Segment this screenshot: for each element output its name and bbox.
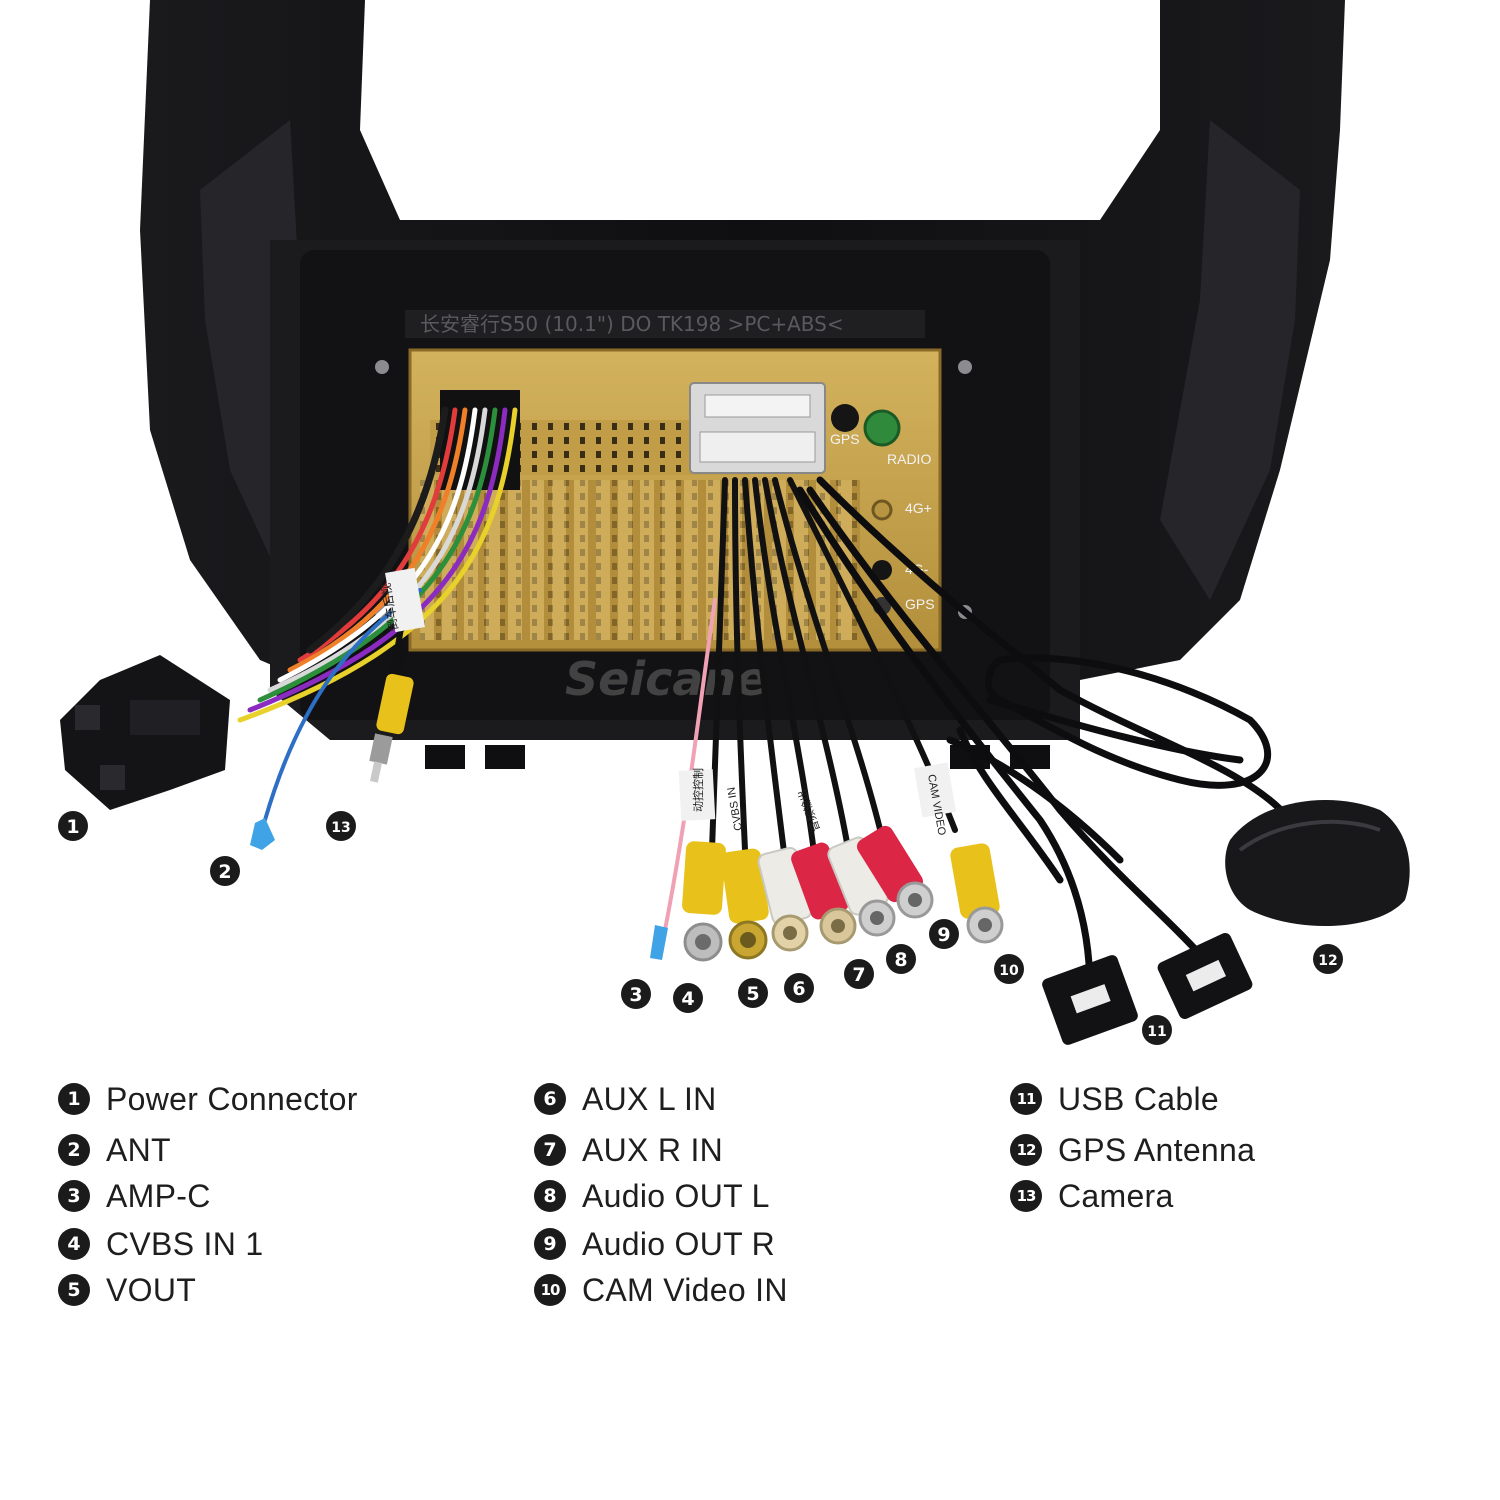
- svg-text:11: 11: [1147, 1024, 1166, 1040]
- rca-cable-bundle: [663, 477, 958, 932]
- svg-text:9: 9: [937, 924, 950, 946]
- legend-label: Audio OUT L: [582, 1177, 770, 1214]
- callout-6: 6: [784, 973, 814, 1003]
- product-photo: 长安睿行S50 (10.1") DO TK198 >PC+ABS< GPS RA…: [58, 0, 1410, 1045]
- rca-plug-cvbs-in-1: [682, 841, 726, 962]
- legend-badge: 4: [58, 1228, 90, 1260]
- lte-aux-port-icon: [872, 560, 892, 580]
- legend-badge: 1: [58, 1083, 90, 1115]
- legend-badge: 10: [534, 1274, 566, 1306]
- legend-badge: 9: [534, 1228, 566, 1260]
- callout-4: 4: [673, 983, 703, 1013]
- svg-text:1: 1: [66, 816, 79, 838]
- svg-text:8: 8: [894, 949, 907, 971]
- legend-label: Power Connector: [106, 1080, 358, 1117]
- svg-text:7: 7: [852, 964, 865, 986]
- head-unit-chassis: GPS RADIO 4G+ 4G- GPS: [375, 348, 972, 652]
- legend-label: CAM Video IN: [582, 1271, 788, 1308]
- svg-text:5: 5: [746, 983, 759, 1005]
- callout-11: 11: [1142, 1015, 1172, 1045]
- svg-text:10: 10: [999, 963, 1019, 979]
- usb-connector-2: [1157, 932, 1253, 1020]
- legend-badge: 6: [534, 1083, 566, 1115]
- rca-plug-audio-out-r: [856, 825, 934, 919]
- legend-label: CVBS IN 1: [106, 1225, 264, 1262]
- rca-plug-vout: [721, 848, 769, 960]
- legend-item-camera: 13 Camera: [1010, 1176, 1174, 1216]
- cable-tag-audio-label: 音频输出: [795, 788, 823, 834]
- svg-text:2: 2: [218, 861, 231, 883]
- rca-plug-aux-r-in: [791, 842, 857, 945]
- legend-item-cvbs-in-1: 4 CVBS IN 1: [58, 1224, 263, 1264]
- legend-badge: 3: [58, 1180, 90, 1212]
- legend-label: USB Cable: [1058, 1080, 1219, 1117]
- legend-label: AUX L IN: [582, 1080, 717, 1117]
- legend-item-ant: 2 ANT: [58, 1130, 171, 1170]
- panel-model-label: 长安睿行S50 (10.1") DO TK198 >PC+ABS<: [420, 312, 844, 336]
- legend-badge: 12: [1010, 1134, 1042, 1166]
- svg-text:12: 12: [1318, 953, 1337, 969]
- cable-tag-amp-label: 动控控制: [691, 768, 705, 812]
- legend-item-audio-out-r: 9 Audio OUT R: [534, 1224, 775, 1264]
- callout-10: 10: [994, 954, 1024, 984]
- callout-12: 12: [1313, 944, 1343, 974]
- gps-lower-port-label: GPS: [905, 596, 935, 612]
- lte-main-port-icon: [871, 499, 893, 521]
- legend-badge: 13: [1010, 1180, 1042, 1212]
- legend-label: GPS Antenna: [1058, 1131, 1256, 1168]
- usb-connector-1: [1042, 955, 1138, 1045]
- legend-item-aux-l-in: 6 AUX L IN: [534, 1079, 717, 1119]
- svg-text:13: 13: [331, 820, 350, 836]
- legend-badge: 8: [534, 1180, 566, 1212]
- legend-item-audio-out-l: 8 Audio OUT L: [534, 1176, 770, 1216]
- callout-1: 1: [58, 811, 88, 841]
- legend-item-amp-c: 3 AMP-C: [58, 1176, 211, 1216]
- legend-badge: 5: [58, 1274, 90, 1306]
- svg-text:6: 6: [792, 978, 805, 1000]
- gps-port-icon: [831, 404, 859, 432]
- gps-port-label: GPS: [830, 431, 860, 447]
- camera-rca-plug: [369, 649, 414, 783]
- legend-label: AMP-C: [106, 1177, 211, 1214]
- legend-label: VOUT: [106, 1271, 197, 1308]
- radio-port-icon: [863, 409, 901, 447]
- legend-item-usb-cable: 11 USB Cable: [1010, 1079, 1219, 1119]
- svg-text:3: 3: [629, 984, 642, 1006]
- legend-label: Audio OUT R: [582, 1225, 776, 1262]
- usb-gps-cables: [796, 476, 1294, 994]
- legend-label: Camera: [1058, 1177, 1174, 1214]
- legend-item-vout: 5 VOUT: [58, 1270, 196, 1310]
- callout-8: 8: [886, 944, 916, 974]
- legend-item-power-connector: 1 Power Connector: [58, 1079, 358, 1119]
- legend-label: AUX R IN: [582, 1131, 724, 1168]
- svg-text:4: 4: [681, 988, 694, 1010]
- legend-label: ANT: [106, 1131, 171, 1168]
- callout-5: 5: [738, 978, 768, 1008]
- callouts: 1 2 13 3 4 5 6 7 8 9 10 11 12: [58, 811, 1343, 1045]
- callout-7: 7: [844, 959, 874, 989]
- callout-2: 2: [210, 856, 240, 886]
- legend-badge: 7: [534, 1134, 566, 1166]
- legend-item-cam-video-in: 10 CAM Video IN: [534, 1270, 788, 1310]
- legend-item-aux-r-in: 7 AUX R IN: [534, 1130, 723, 1170]
- callout-13: 13: [326, 811, 356, 841]
- rca-plug-cam-video-in: [950, 843, 1004, 944]
- callout-3: 3: [621, 979, 651, 1009]
- callout-9: 9: [929, 919, 959, 949]
- lte-main-port-label: 4G+: [905, 500, 932, 516]
- radio-port-label: RADIO: [887, 451, 931, 467]
- rca-plug-audio-out-l: [827, 836, 896, 937]
- legend-item-gps-antenna: 12 GPS Antenna: [1010, 1130, 1255, 1170]
- gps-antenna-icon: [1225, 800, 1410, 927]
- legend-badge: 2: [58, 1134, 90, 1166]
- brand-watermark: Seicane: [565, 652, 767, 706]
- legend-badge: 11: [1010, 1083, 1042, 1115]
